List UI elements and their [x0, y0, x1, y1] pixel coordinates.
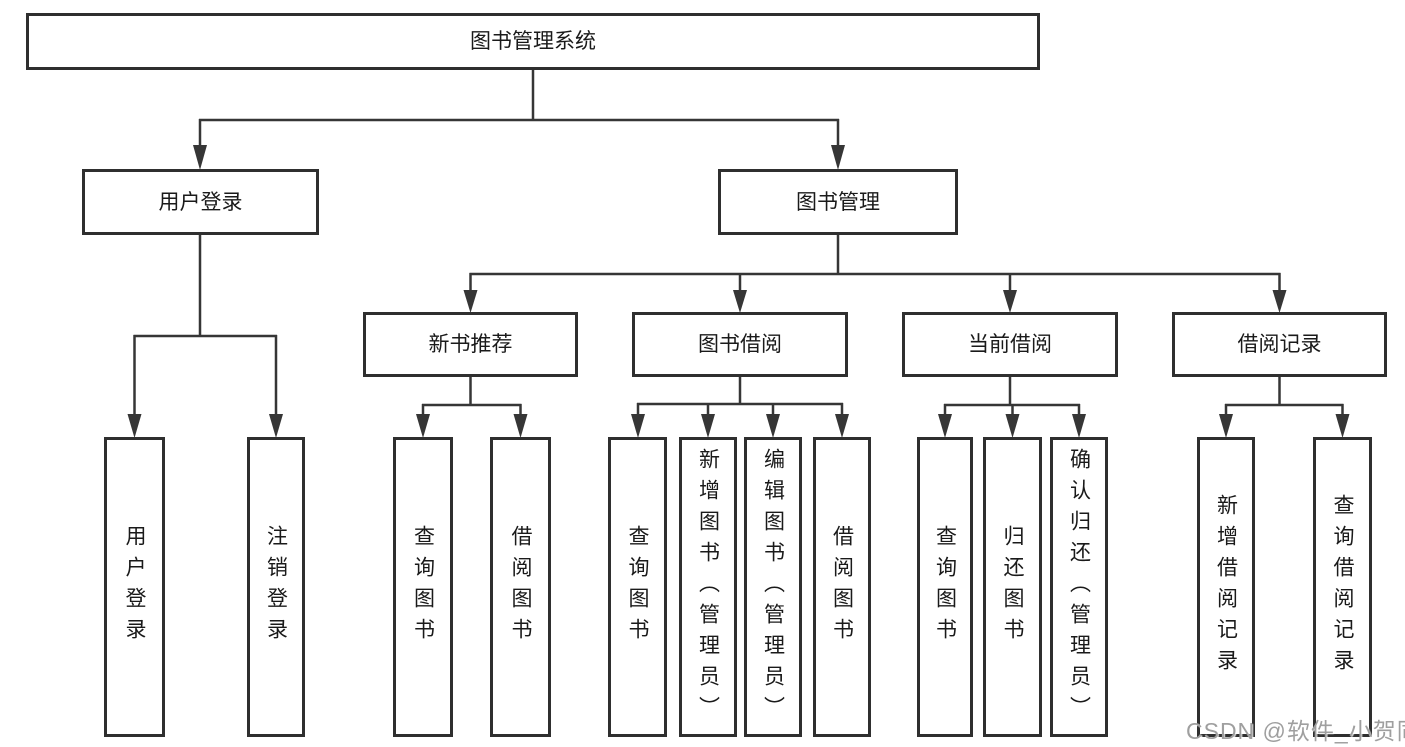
leaf-query-books-recommend: 查询图书 [393, 437, 453, 737]
edge-arrowheads [127, 145, 1350, 438]
leaf-confirm-return-admin: 确认归还（管理员） [1050, 437, 1108, 737]
node-book-borrow: 图书借阅 [632, 312, 848, 377]
node-current-borrow: 当前借阅 [902, 312, 1118, 377]
leaf-add-books-admin: 新增图书（管理员） [679, 437, 737, 737]
node-borrow-record: 借阅记录 [1172, 312, 1387, 377]
leaf-borrow-books-recommend: 借阅图书 [490, 437, 551, 737]
node-library-management-system: 图书管理系统 [26, 13, 1040, 70]
node-new-book-recommend: 新书推荐 [363, 312, 578, 377]
leaf-edit-books-admin: 编辑图书（管理员） [744, 437, 802, 737]
csdn-watermark: CSDN @软件_小贺同学 [1186, 718, 1405, 744]
leaf-add-borrow-record: 新增借阅记录 [1197, 437, 1255, 737]
leaf-user-login: 用户登录 [104, 437, 165, 737]
node-book-management: 图书管理 [718, 169, 958, 235]
leaf-borrow-books: 借阅图书 [813, 437, 871, 737]
node-user-login: 用户登录 [82, 169, 319, 235]
leaf-query-books-borrow: 查询图书 [608, 437, 667, 737]
leaf-return-books: 归还图书 [983, 437, 1042, 737]
leaf-query-books-current: 查询图书 [917, 437, 973, 737]
leaf-logout: 注销登录 [247, 437, 305, 737]
edge-lines [133, 70, 1344, 415]
leaf-query-borrow-record: 查询借阅记录 [1313, 437, 1372, 737]
